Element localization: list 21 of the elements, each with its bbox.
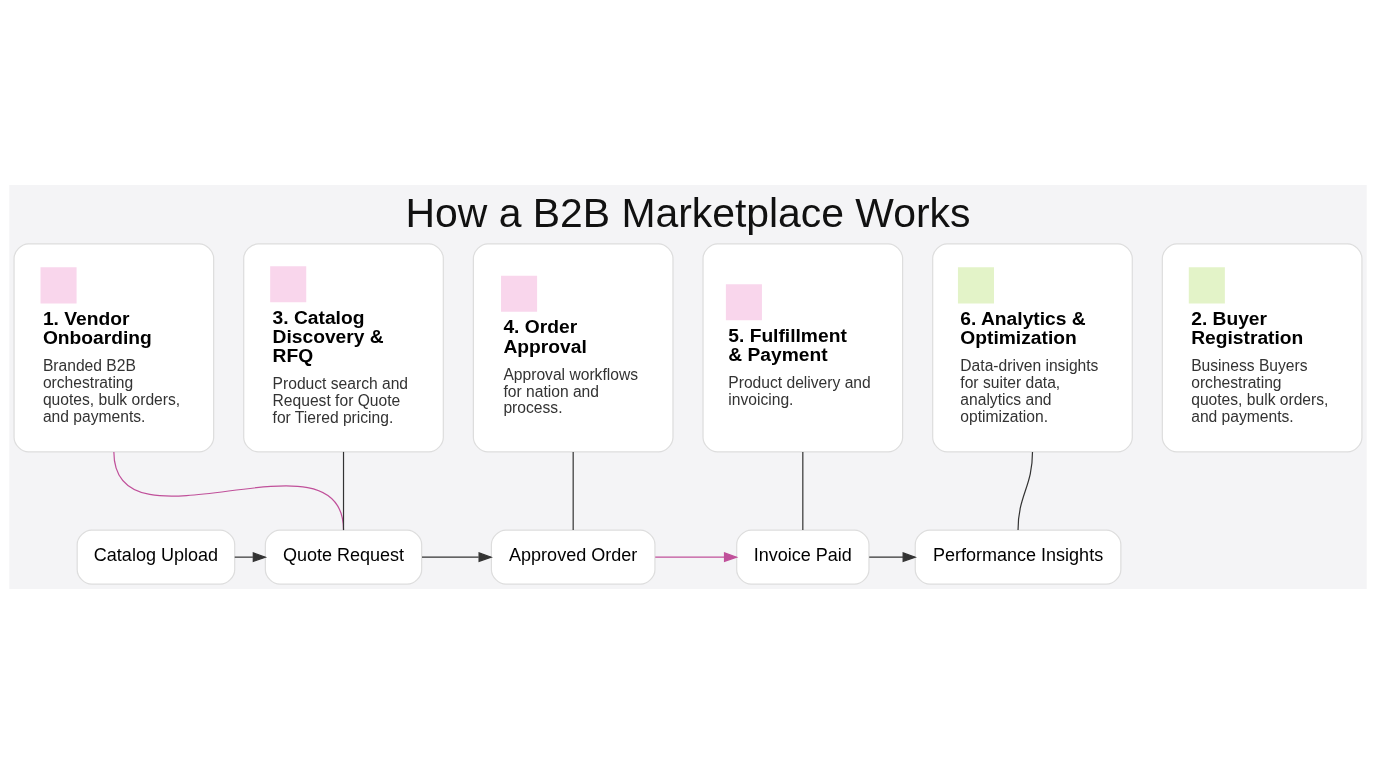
arrow [868,552,917,563]
node-box: Catalog Upload [76,529,236,585]
connector [802,451,804,531]
node-box: 5. Fulfillment & Payment Product delivery and invoicing. [702,243,904,453]
node-box: Invoice Paid [736,529,870,585]
node-box: 1. Vendor Onboarding Branded B2B orchestrating quotes, bulk orders, and payments. [13,243,215,453]
diagram-title: How a B2B Marketplace Works [405,190,971,237]
connector [1017,451,1034,531]
node-box: Approved Order [490,529,656,585]
arrow [654,552,739,563]
node-box: Quote Request [264,529,423,585]
node-box: 3. Catalog Discovery & RFQ Product search and Request for Quote for Tiered pricing. [243,243,444,453]
node-box: 4. Order Approval Approval workflows for nation and process. [472,243,674,453]
connector [342,451,345,531]
node-box: 6. Analytics & Optimization Data-driven insights for suiter data, analytics and optimization. [932,243,1133,453]
connector [113,451,345,531]
arrow [421,552,493,563]
connector [572,451,574,531]
node-box: 2. Buyer Registration Business Buyers orchestrating quotes, bulk orders, and payments. [1161,243,1363,453]
node-box: Performance Insights [914,529,1122,585]
arrow [234,552,268,563]
